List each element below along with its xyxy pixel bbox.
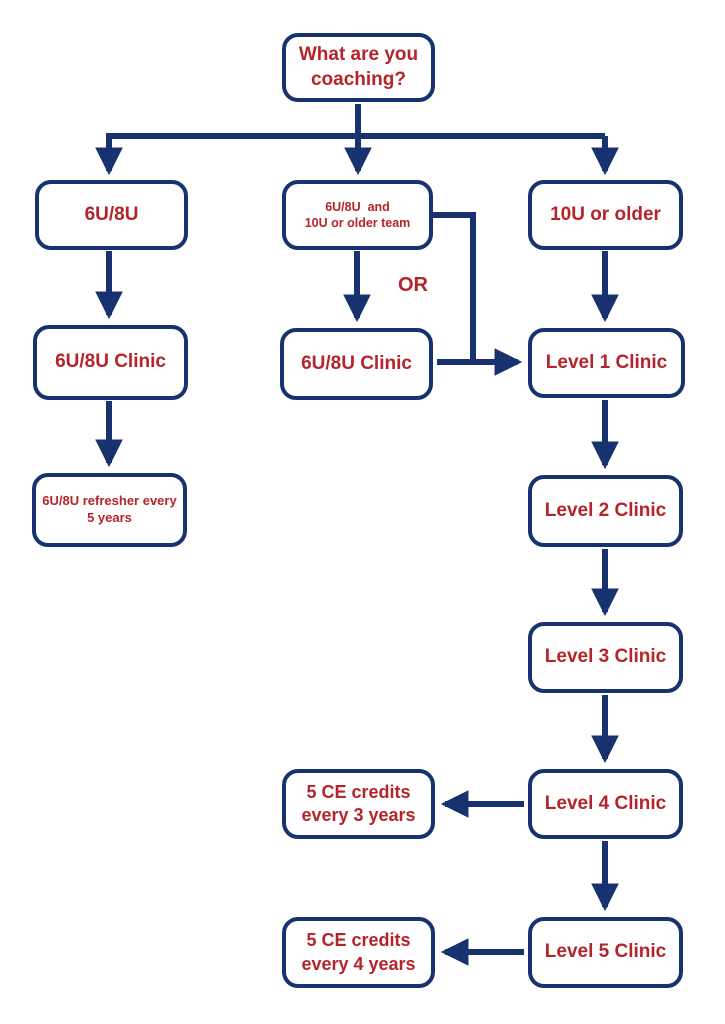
node-level1: Level 1 Clinic <box>528 328 685 398</box>
node-age-10u: 10U or older <box>528 180 683 250</box>
node-level3-line1: Level 3 Clinic <box>544 646 667 668</box>
node-start-line2: coaching? <box>310 68 406 90</box>
node-age-both-line2: 10U or older team <box>304 216 411 230</box>
node-ce-3yr: 5 CE credits every 3 years <box>282 769 435 839</box>
node-level2-line1: Level 2 Clinic <box>544 499 667 521</box>
node-clinic-6u8u-mid: 6U/8U Clinic <box>280 328 433 400</box>
node-level4-line1: Level 4 Clinic <box>544 792 667 814</box>
node-ce-4yr-line2: every 4 years <box>301 953 416 974</box>
node-age-6u8u-line1: 6U/8U <box>84 203 139 225</box>
node-ce-3yr-line1: 5 CE credits <box>306 781 411 802</box>
node-clinic-6u8u-mid-line1: 6U/8U Clinic <box>301 352 412 374</box>
node-age-both: 6U/8U and 10U or older team <box>282 180 433 250</box>
node-refresher-line2: 5 years <box>87 510 132 525</box>
node-clinic-6u8u-left-line1: 6U/8U Clinic <box>55 351 166 373</box>
node-start: What are you coaching? <box>282 33 435 102</box>
node-age-6u8u: 6U/8U <box>35 180 188 250</box>
node-ce-4yr: 5 CE credits every 4 years <box>282 917 435 988</box>
node-level3: Level 3 Clinic <box>528 622 683 693</box>
node-refresher: 6U/8U refresher every 5 years <box>32 473 187 547</box>
node-age-both-line1: 6U/8U and <box>325 200 390 214</box>
node-clinic-6u8u-left: 6U/8U Clinic <box>33 325 188 400</box>
node-level5-line1: Level 5 Clinic <box>544 941 667 963</box>
node-ce-4yr-line1: 5 CE credits <box>306 930 411 951</box>
node-level2: Level 2 Clinic <box>528 475 683 547</box>
node-level1-line1: Level 1 Clinic <box>545 351 668 373</box>
node-start-line1: What are you <box>298 44 419 66</box>
node-level4: Level 4 Clinic <box>528 769 683 839</box>
or-label: OR <box>398 274 428 296</box>
node-refresher-line1: 6U/8U refresher every <box>42 493 177 509</box>
node-level5: Level 5 Clinic <box>528 917 683 988</box>
connector-or-branch <box>433 212 476 365</box>
node-ce-3yr-line2: every 3 years <box>301 805 416 825</box>
node-age-10u-line1: 10U or older <box>550 203 661 225</box>
